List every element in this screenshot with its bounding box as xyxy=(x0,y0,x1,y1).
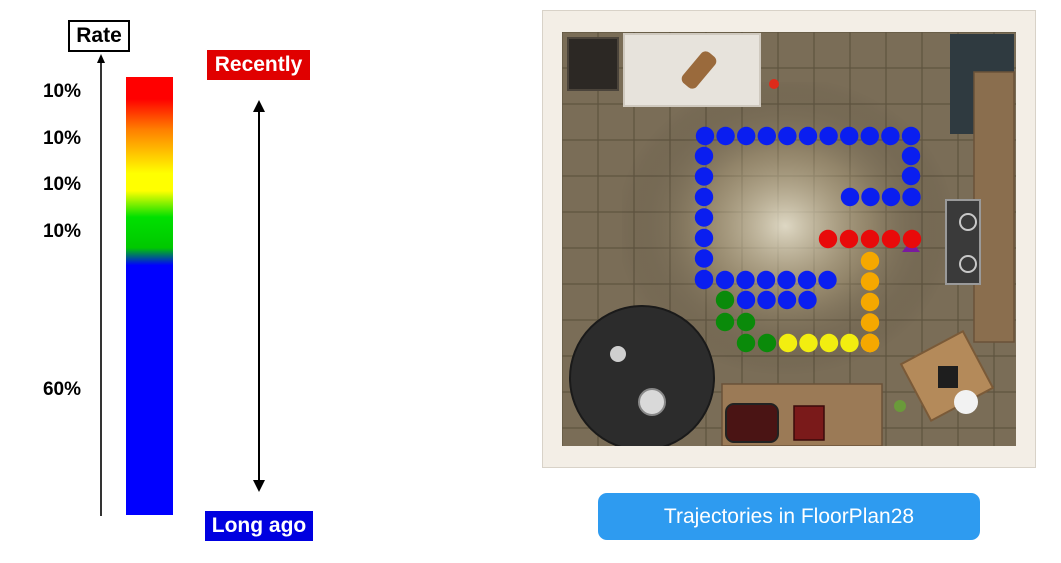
trajectory-dot xyxy=(694,270,714,290)
caption-text: Trajectories in FloorPlan28 xyxy=(663,504,915,528)
trajectory-dot xyxy=(777,290,797,310)
percent-label-2: 10% xyxy=(42,128,82,149)
trajectory-dot xyxy=(694,167,714,186)
trajectory-dot xyxy=(819,126,838,146)
trajectory-layer xyxy=(694,126,922,353)
recently-label: Recently xyxy=(214,53,303,76)
bowl xyxy=(954,390,978,414)
trajectory-dot xyxy=(818,229,838,249)
trajectory-dot xyxy=(819,333,839,353)
trajectory-dot xyxy=(778,333,798,353)
trajectory-dot xyxy=(840,126,859,146)
trajectory-dot xyxy=(840,333,859,353)
percent-label-1: 10% xyxy=(42,81,82,102)
percent-label-4: 10% xyxy=(42,221,82,242)
percent-label-5: 60% xyxy=(42,379,82,400)
stove-burner xyxy=(959,213,977,231)
coffee-machine xyxy=(725,403,779,443)
trajectory-dot xyxy=(736,312,756,332)
rate-label: Rate xyxy=(76,24,122,47)
trajectory-dot xyxy=(861,187,880,207)
dark-cabinet xyxy=(567,37,619,91)
trajectory-dot xyxy=(799,333,818,353)
trajectory-dot xyxy=(881,187,901,207)
trajectory-dot xyxy=(757,333,777,353)
trajectory-dot xyxy=(756,270,776,290)
trajectory-dot xyxy=(860,272,880,291)
trajectory-dot xyxy=(694,249,714,268)
trajectory-dot xyxy=(881,126,900,146)
trajectory-dot xyxy=(695,126,715,146)
trajectory-dot xyxy=(715,290,735,310)
trajectory-dot xyxy=(860,313,880,332)
trajectory-dot xyxy=(901,146,921,166)
apple xyxy=(894,400,906,412)
stove-burner xyxy=(959,255,977,273)
trajectory-dot xyxy=(736,333,756,353)
trajectory-dot xyxy=(860,333,880,353)
cup xyxy=(610,346,626,362)
trajectory-dot xyxy=(860,292,880,312)
trajectory-dot xyxy=(860,229,880,249)
rate-axis-arrow xyxy=(97,54,105,516)
trajectory-dot xyxy=(736,270,755,290)
trajectory-dot xyxy=(757,290,776,310)
trajectory-dot xyxy=(778,126,797,146)
trajectory-dot xyxy=(694,228,714,248)
trajectory-dot xyxy=(860,126,879,146)
trajectory-dot xyxy=(839,229,859,249)
trajectory-dot xyxy=(840,187,860,207)
trajectory-dot xyxy=(694,187,714,207)
round-table xyxy=(569,305,715,446)
long-ago-label: Long ago xyxy=(211,514,307,537)
long-ago-tag: Long ago xyxy=(205,511,313,541)
plate xyxy=(638,388,666,416)
trajectory-dot xyxy=(797,270,817,290)
trajectory-dot xyxy=(737,126,756,146)
caption-badge: Trajectories in FloorPlan28 xyxy=(598,493,980,540)
tomato xyxy=(769,79,779,89)
trajectory-dot xyxy=(694,146,714,166)
trajectory-dot xyxy=(901,166,921,186)
floorplan-scene xyxy=(562,32,1016,446)
trajectory-dot xyxy=(716,126,735,146)
recency-colorbar xyxy=(126,77,173,515)
trajectory-dot xyxy=(757,126,776,146)
trajectory-dot xyxy=(902,229,922,249)
percent-label-3: 10% xyxy=(42,174,82,195)
bread-loaf xyxy=(681,51,717,89)
trajectory-dot xyxy=(715,312,735,332)
rate-label-box: Rate xyxy=(68,20,130,52)
trajectory-dot xyxy=(881,229,901,249)
trajectory-dot xyxy=(818,270,837,290)
trajectory-dot xyxy=(715,270,735,290)
trajectory-dot xyxy=(901,126,921,146)
trajectory-dot xyxy=(777,270,796,290)
time-double-arrow xyxy=(253,100,265,492)
pan xyxy=(938,366,958,388)
recently-tag: Recently xyxy=(207,50,310,80)
trajectory-dot xyxy=(902,187,921,207)
trajectory-dot xyxy=(798,290,817,310)
trajectory-dot xyxy=(860,251,880,271)
trajectory-dot xyxy=(736,290,756,310)
trajectory-dot xyxy=(798,126,818,146)
trajectory-dot xyxy=(694,208,714,227)
toaster xyxy=(793,405,825,441)
